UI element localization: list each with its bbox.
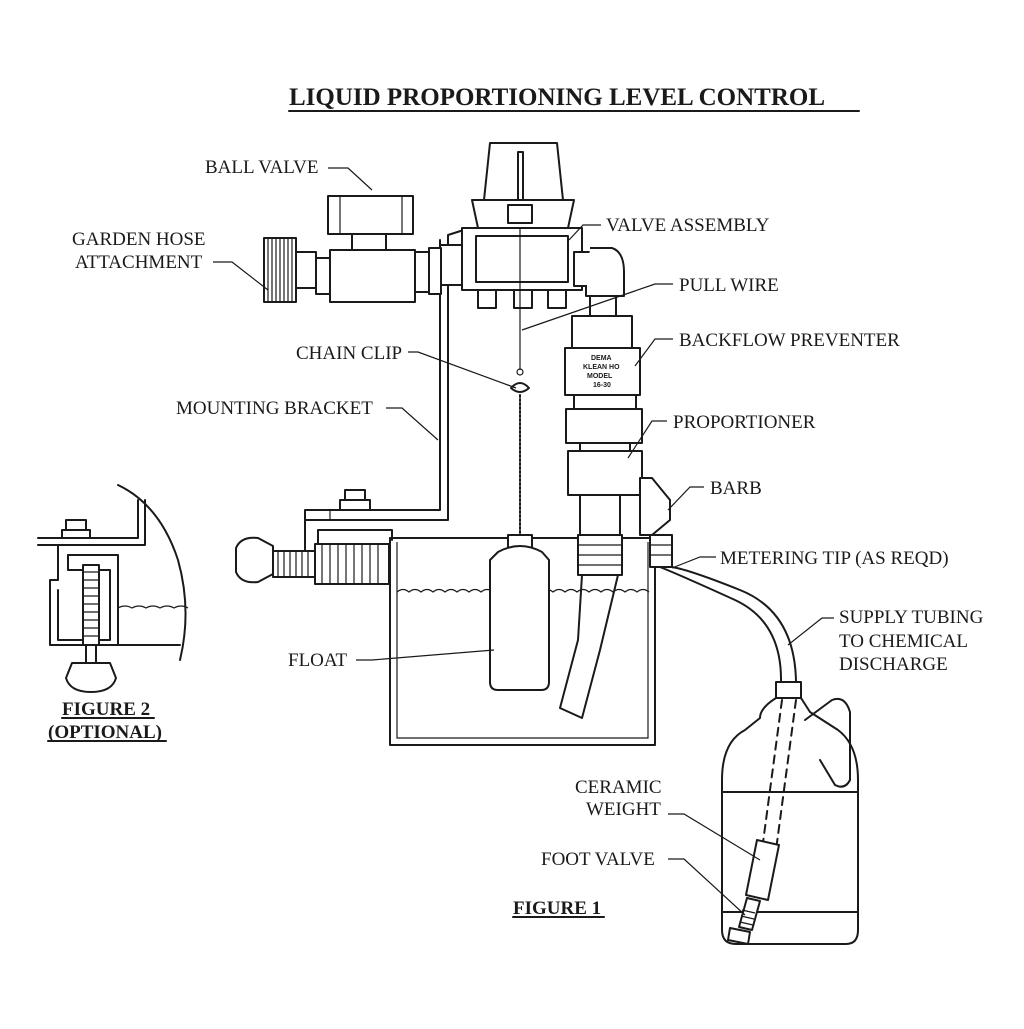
label-garden-hose-line1: GARDEN HOSE [72,229,206,250]
figure2-detail [37,484,189,693]
label-foot-valve: FOOT VALVE [541,849,655,870]
figure2-caption-line1: FIGURE 2 [62,699,150,720]
label-backflow-preventer: BACKFLOW PREVENTER [679,330,900,351]
barb [639,477,673,568]
label-valve-assembly: VALVE ASSEMBLY [606,215,770,236]
chain-clip [510,382,530,393]
leader-lines [213,167,834,916]
label-pull-wire: PULL WIRE [679,275,779,296]
label-supply-tubing-line2: TO CHEMICAL [839,631,968,652]
label-chain-clip: CHAIN CLIP [296,343,402,364]
thumb-screw [235,536,390,585]
label-garden-hose-line2: ATTACHMENT [75,252,203,273]
label-float: FLOAT [288,650,348,671]
label-ball-valve: BALL VALVE [205,157,319,178]
chemical-jug [721,681,859,945]
proportioner [559,394,643,719]
supply-tubing [659,566,797,683]
label-ceramic-weight-line2: WEIGHT [586,799,661,820]
figure1-caption: FIGURE 1 [513,898,601,919]
foot-valve [738,897,761,931]
label-metering-tip: METERING TIP (AS REQD) [720,548,949,569]
diagram-title: LIQUID PROPORTIONING LEVEL CONTROL [289,84,825,111]
label-supply-tubing-line1: SUPPLY TUBING [839,607,984,628]
valve-assembly [439,142,625,309]
label-supply-tubing-line3: DISCHARGE [839,654,948,675]
ceramic-weight [745,839,780,901]
figure2-caption-line2: (OPTIONAL) [48,722,162,743]
marking-line4: 16-30 [593,382,611,389]
marking-line1: DEMA [591,355,612,362]
label-mounting-bracket: MOUNTING BRACKET [176,398,373,419]
ball-valve [315,195,442,303]
mounting-bracket [235,227,471,585]
label-barb: BARB [710,478,762,499]
float [489,534,550,691]
label-ceramic-weight-line1: CERAMIC [575,777,662,798]
label-proportioner: PROPORTIONER [673,412,816,433]
marking-line3: MODEL [587,373,613,380]
garden-hose-attachment [263,237,317,303]
pull-wire-chain [510,228,530,541]
marking-line2: KLEAN HO [583,364,620,371]
backflow-preventer: DEMA KLEAN HO MODEL 16-30 [564,295,641,396]
